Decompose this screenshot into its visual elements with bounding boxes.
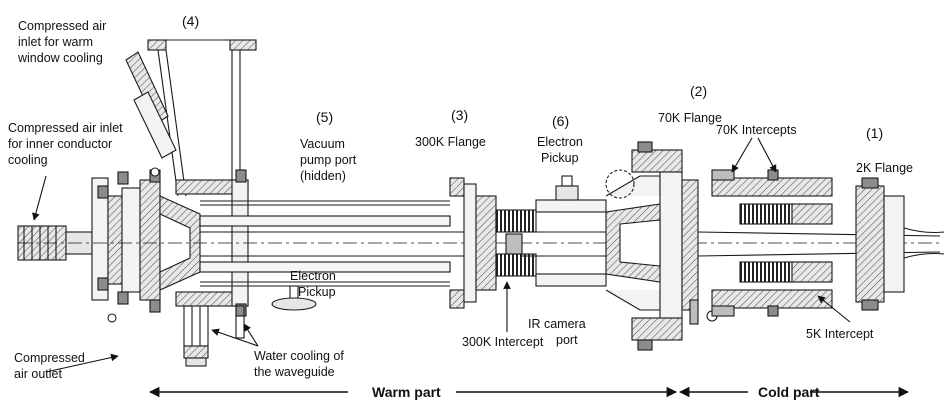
ir-camera-line-2: port: [556, 333, 578, 347]
inner-inlet-line-3: cooling: [8, 153, 48, 167]
coupler-cross-section: [17, 39, 945, 367]
warm-part-label: Warm part: [372, 384, 441, 400]
intercepts-70k-label: 70K Intercepts: [716, 123, 797, 137]
warm-window-housing: [91, 167, 201, 323]
electron-pickup-right-line-1: Electron: [537, 135, 583, 149]
intercept-300k-label: 300K Intercept: [462, 335, 544, 349]
flange-2k-label: 2K Flange: [856, 161, 913, 175]
flange-70k: [605, 141, 718, 351]
label-number-2: (2): [690, 83, 707, 99]
label-number-6: (6): [552, 113, 569, 129]
flange-300k: [449, 169, 661, 311]
label-number-5: (5): [316, 109, 333, 125]
cold-section: [697, 169, 945, 317]
inner-inlet-line-2: for inner conductor: [8, 137, 112, 151]
water-cooling-line-2: the waveguide: [254, 365, 335, 379]
warm-inlet-line-2: inlet for warm: [18, 35, 93, 49]
vacuum-port-line-3: (hidden): [300, 169, 346, 183]
label-number-1: (1): [866, 125, 883, 141]
waveguide: [125, 39, 257, 367]
air-outlet-line-1: Compressed: [14, 351, 85, 365]
electron-pickup-left-line-2: Pickup: [298, 285, 336, 299]
cold-part-label: Cold part: [758, 384, 820, 400]
flange-70k-label: 70K Flange: [658, 111, 722, 125]
label-number-4: (4): [182, 13, 199, 29]
vacuum-port-line-2: pump port: [300, 153, 357, 167]
electron-pickup-right-line-2: Pickup: [541, 151, 579, 165]
ir-camera-line-1: IR camera: [528, 317, 586, 331]
leader-lines: [32, 137, 851, 373]
inner-inlet-line-1: Compressed air inlet: [8, 121, 123, 135]
electron-pickup-left-line-1: Electron: [290, 269, 336, 283]
vacuum-port-line-1: Vacuum: [300, 137, 345, 151]
label-number-3: (3): [451, 107, 468, 123]
warm-inlet-line-3: window cooling: [17, 51, 103, 65]
flange-300k-label: 300K Flange: [415, 135, 486, 149]
intercept-5k-label: 5K Intercept: [806, 327, 874, 341]
warm-inlet-line-1: Compressed air: [18, 19, 106, 33]
air-outlet-line-2: air outlet: [14, 367, 62, 381]
inner-conductor-inlet-nozzle: [17, 225, 93, 261]
water-cooling-line-1: Water cooling of: [254, 349, 344, 363]
